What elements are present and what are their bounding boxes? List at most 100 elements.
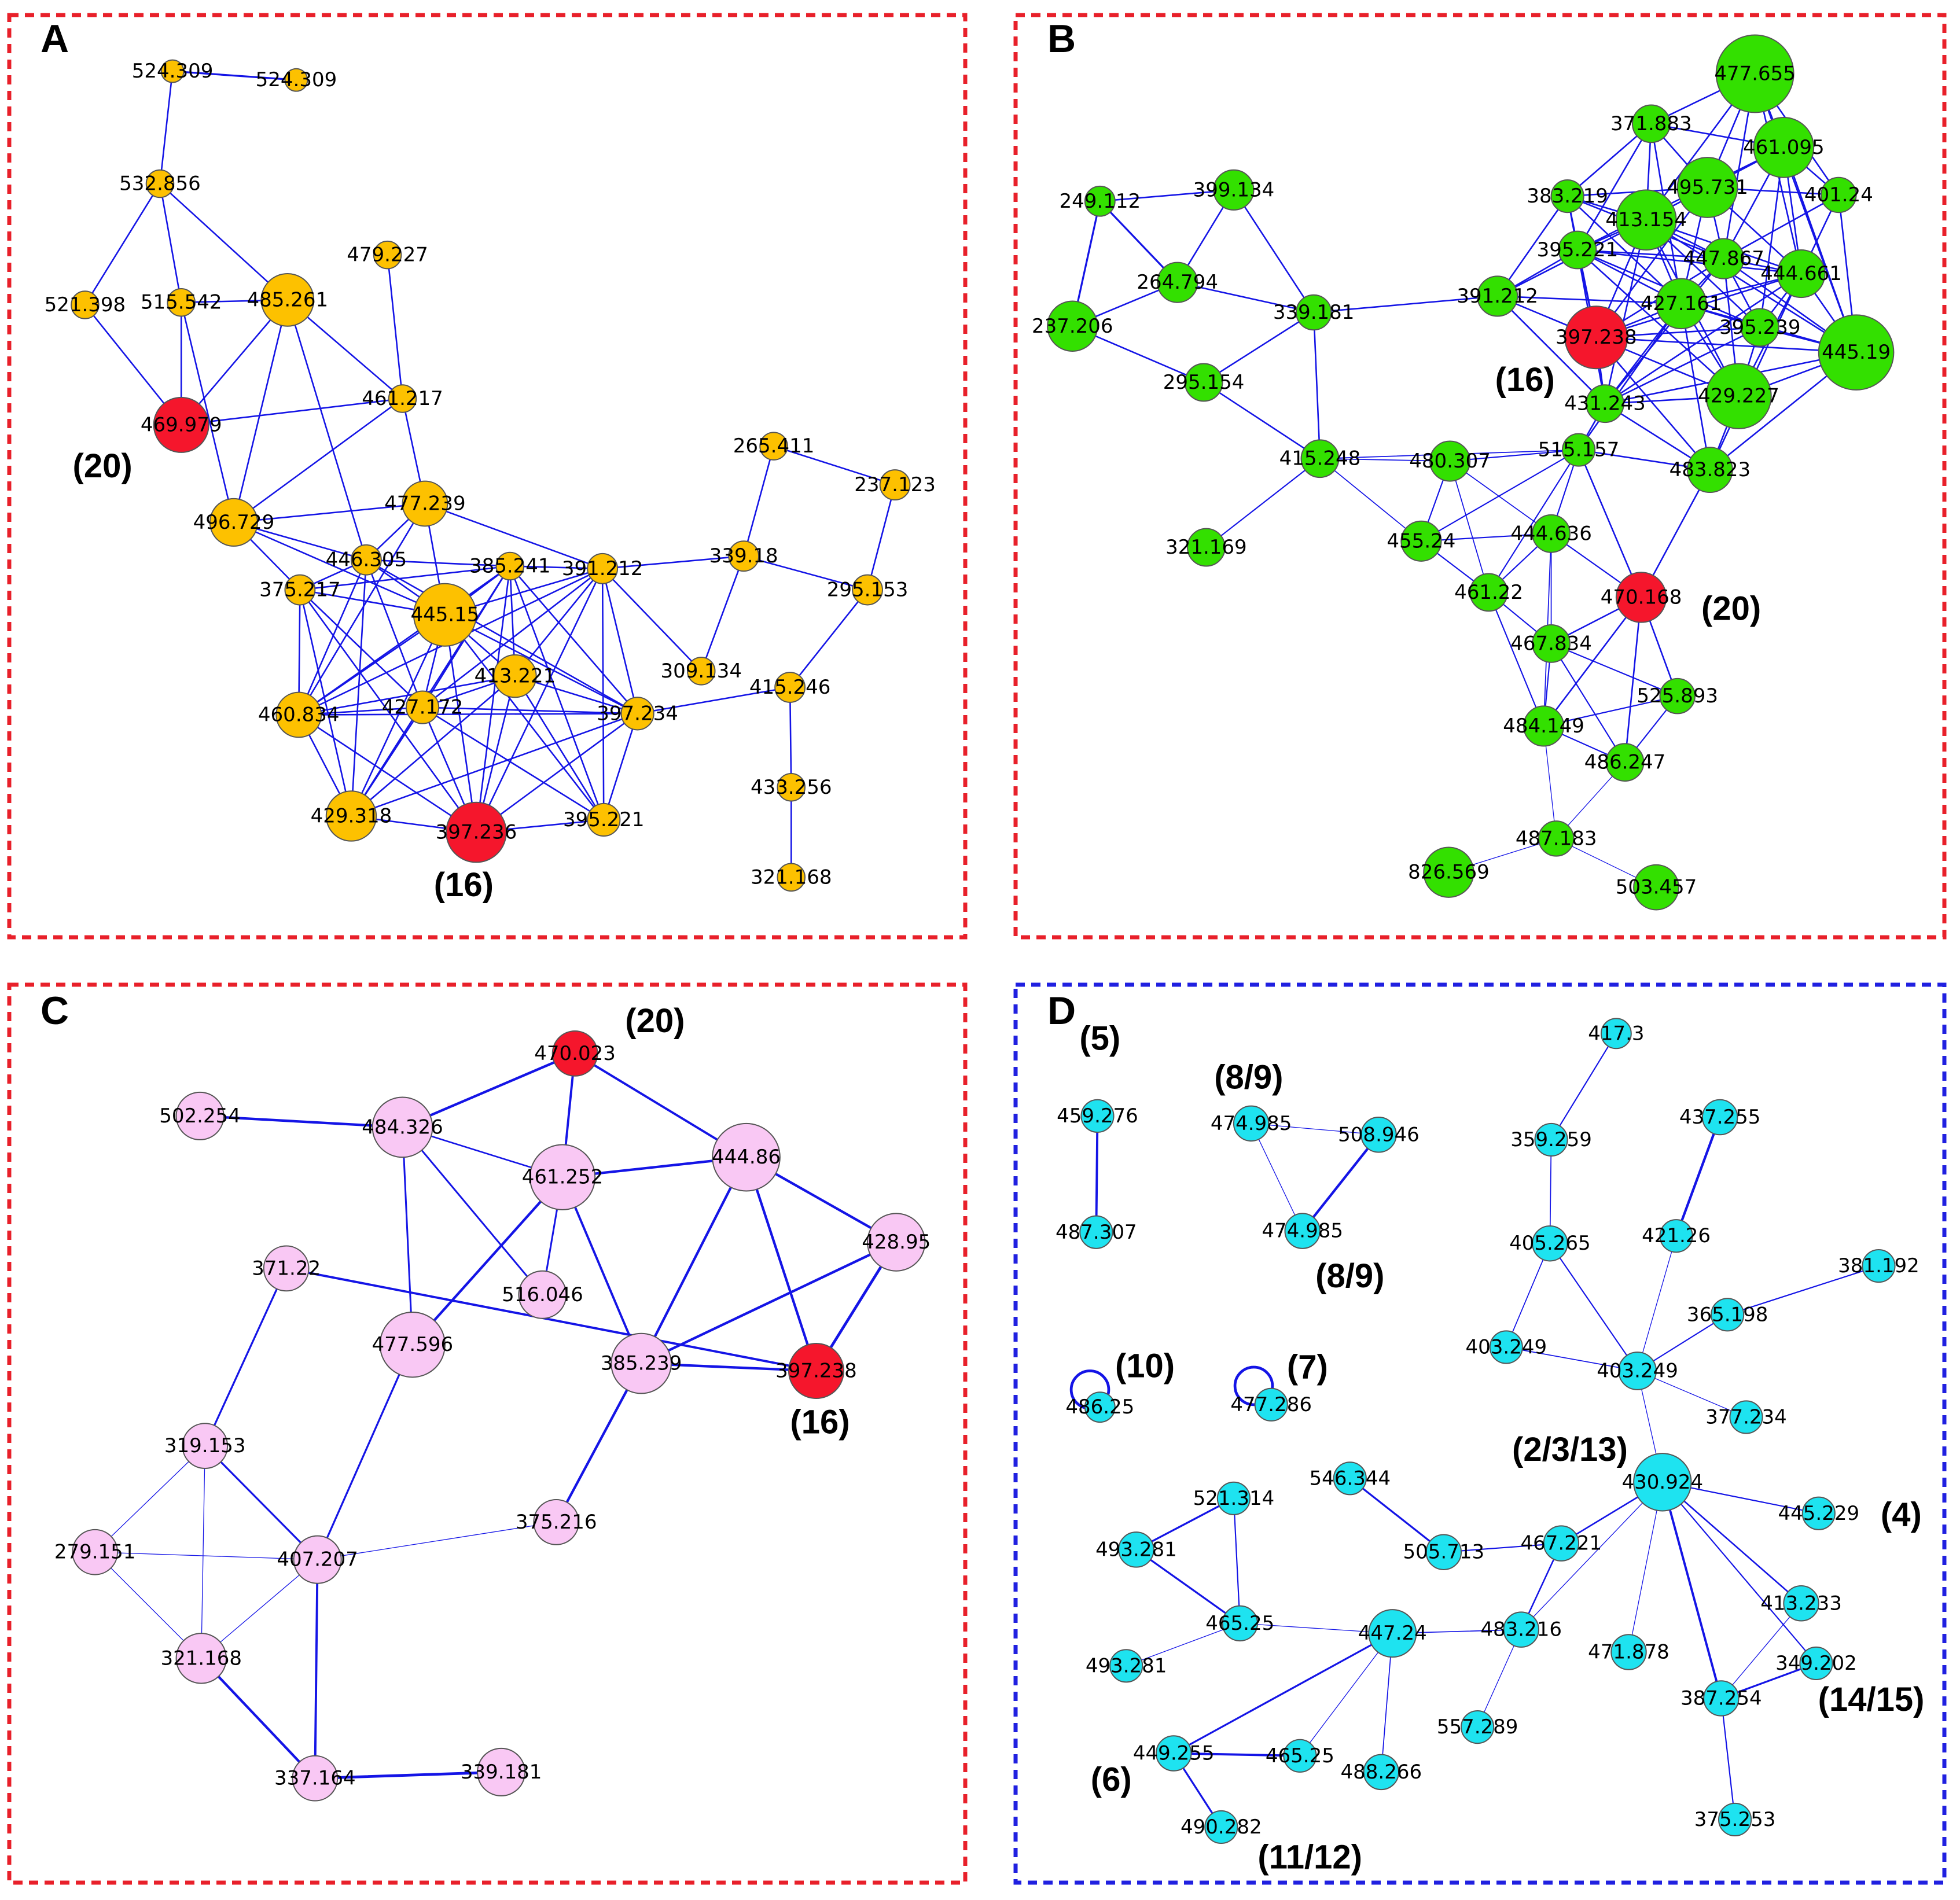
edge xyxy=(1420,449,1580,542)
network-node xyxy=(1363,1754,1400,1791)
edge xyxy=(1577,449,1642,598)
node-label: 486.25 xyxy=(1065,1395,1134,1419)
node-label: 459.276 xyxy=(1057,1104,1138,1128)
network-node xyxy=(275,691,322,738)
node-label: 395.221 xyxy=(1537,238,1619,262)
node-label: 383.219 xyxy=(1527,185,1608,208)
network-node xyxy=(1156,1735,1192,1772)
node-label: 508.946 xyxy=(1338,1123,1420,1146)
edge xyxy=(601,568,703,672)
network-node xyxy=(1118,1531,1154,1568)
network-node xyxy=(1631,104,1671,143)
node-label: 515.157 xyxy=(1538,439,1620,462)
edge xyxy=(299,589,352,817)
network-node xyxy=(495,551,525,581)
node-label: 444.661 xyxy=(1760,262,1842,285)
node-label: 429.227 xyxy=(1698,385,1779,408)
edge xyxy=(444,614,605,821)
network-node xyxy=(1705,363,1772,429)
node-label: 339.181 xyxy=(1273,301,1355,324)
compound-annotation: (8/9) xyxy=(1214,1058,1283,1096)
panel-frame xyxy=(7,982,968,1885)
edge xyxy=(1550,643,1626,763)
network-node xyxy=(1532,624,1571,663)
edge xyxy=(742,445,775,557)
node-label: 429.318 xyxy=(311,804,392,827)
highlighted-node xyxy=(1615,572,1667,623)
network-node xyxy=(587,553,619,584)
highlighted-node xyxy=(788,1343,844,1400)
network-node xyxy=(293,1535,342,1584)
node-label: 321.168 xyxy=(751,866,832,889)
edge xyxy=(233,503,426,524)
node-label: 516.046 xyxy=(502,1283,583,1306)
edge xyxy=(1604,219,1648,404)
edge xyxy=(1576,249,1802,275)
network-node xyxy=(350,544,382,576)
edge xyxy=(1496,295,1606,404)
node-label: 321.168 xyxy=(160,1647,242,1670)
edge xyxy=(317,1343,414,1561)
network-node xyxy=(1084,1391,1116,1423)
edge xyxy=(1637,1370,1747,1418)
compound-annotations: (20)(16) xyxy=(625,1002,850,1441)
node-label: 495.731 xyxy=(1667,176,1748,199)
edge xyxy=(1233,1497,1241,1624)
node-label: 483.823 xyxy=(1670,458,1751,481)
node-label: 321.169 xyxy=(1165,536,1247,559)
edge xyxy=(402,1126,543,1296)
network-node xyxy=(1213,169,1255,211)
node-label: 295.153 xyxy=(827,579,909,602)
network-node xyxy=(1783,1585,1819,1622)
compound-annotations: (5)(8/9)(8/9)(10)(7)(2/3/13)(4)(14/15)(6… xyxy=(1079,1019,1924,1876)
node-label: 484.326 xyxy=(362,1115,443,1139)
edge xyxy=(299,589,477,833)
node-label: 493.281 xyxy=(1095,1538,1177,1561)
edge xyxy=(789,589,869,688)
network-node xyxy=(1184,363,1223,402)
network-node xyxy=(687,657,716,686)
network-node xyxy=(1254,1387,1288,1422)
network-node xyxy=(284,574,316,606)
network-node xyxy=(477,1747,526,1796)
network-node xyxy=(1711,1298,1745,1332)
edge xyxy=(313,1770,503,1780)
network-node xyxy=(72,1529,119,1575)
edge xyxy=(204,1267,288,1447)
edge xyxy=(233,521,446,616)
network-node xyxy=(372,1096,433,1158)
edge xyxy=(1661,1481,1817,1665)
panel-letter: D xyxy=(1047,989,1076,1033)
edge xyxy=(421,568,604,708)
edge xyxy=(773,445,896,486)
edge xyxy=(1604,257,1724,404)
network-node xyxy=(1633,1453,1692,1512)
network-node xyxy=(852,574,883,606)
network-node xyxy=(1477,275,1518,317)
node-label: 359.259 xyxy=(1510,1128,1592,1151)
network-node xyxy=(1284,1213,1321,1249)
node-label: 461.217 xyxy=(362,387,443,410)
node-label: 446.305 xyxy=(326,548,407,572)
edge xyxy=(1550,1033,1617,1141)
network-node xyxy=(1799,1646,1833,1681)
network-node xyxy=(1157,262,1198,303)
node-label: 319.153 xyxy=(164,1434,246,1457)
panel-letter: C xyxy=(41,989,69,1033)
node-label: 371.883 xyxy=(1610,112,1692,135)
edge xyxy=(866,484,896,591)
edge xyxy=(233,397,403,524)
node-label: 470.023 xyxy=(534,1042,616,1065)
network-node xyxy=(379,1312,446,1378)
network-node xyxy=(1047,300,1098,352)
network-node xyxy=(373,240,402,270)
node-label: 444.86 xyxy=(712,1146,781,1169)
network-node xyxy=(777,863,806,892)
edge xyxy=(201,1445,205,1659)
node-label: 484.149 xyxy=(1503,715,1584,738)
compound-annotation: (20) xyxy=(625,1002,685,1040)
network-node xyxy=(263,1245,310,1292)
network-node xyxy=(1703,238,1745,279)
